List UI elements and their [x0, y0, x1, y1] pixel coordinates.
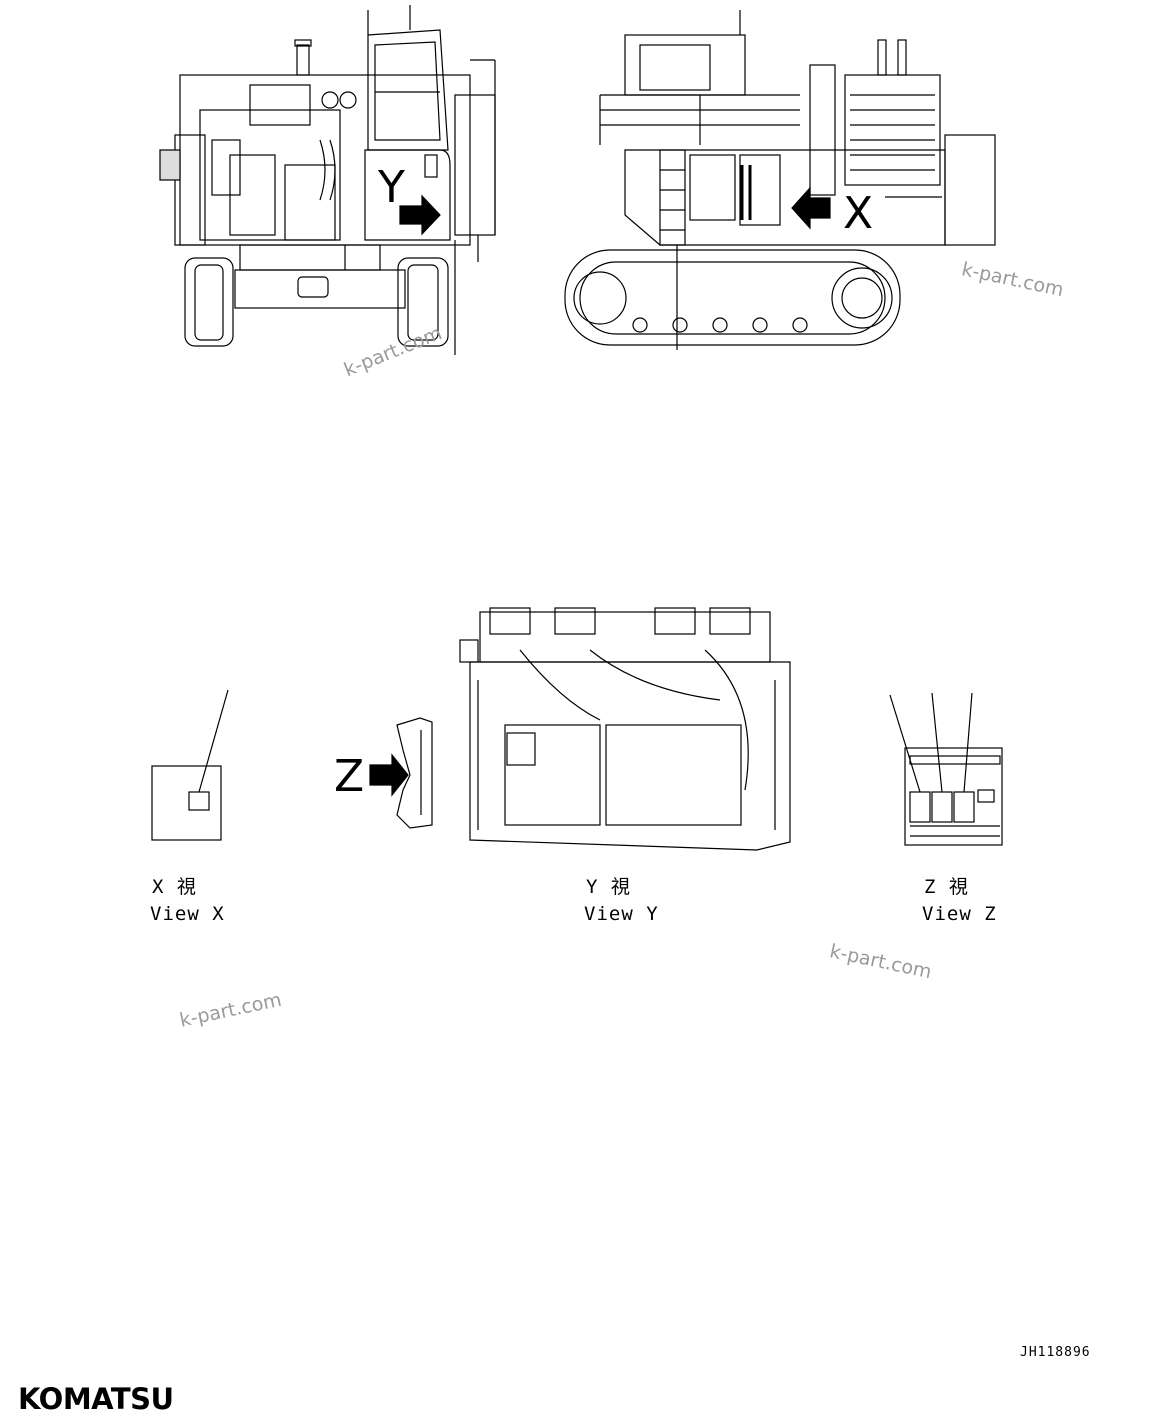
- view-x-caption-jp: X 視: [152, 876, 197, 898]
- view-y-caption-en: View Y: [584, 903, 659, 925]
- rear-view-illustration: [159, 5, 496, 355]
- view-x-arrow: [791, 186, 831, 230]
- view-z-arrow: [369, 753, 409, 797]
- view-z-caption-en: View Z: [922, 903, 997, 925]
- side-view-illustration: [564, 10, 996, 350]
- z-side-plate: [396, 717, 433, 829]
- document-id: JH118896: [1020, 1345, 1091, 1360]
- callout-z: Z: [334, 751, 365, 802]
- view-x-caption-en: View X: [150, 903, 225, 925]
- view-y-caption-jp: Y 視: [586, 876, 631, 898]
- callout-y: Y: [378, 162, 405, 213]
- view-z-caption-jp: Z 視: [924, 876, 969, 898]
- view-y-arrow: [399, 194, 441, 236]
- view-z-detail: [889, 692, 1003, 846]
- callout-x: X: [843, 188, 874, 239]
- komatsu-logo: KOMATSU: [18, 1382, 174, 1416]
- view-x-detail: [151, 689, 229, 841]
- view-y-detail: [459, 607, 791, 851]
